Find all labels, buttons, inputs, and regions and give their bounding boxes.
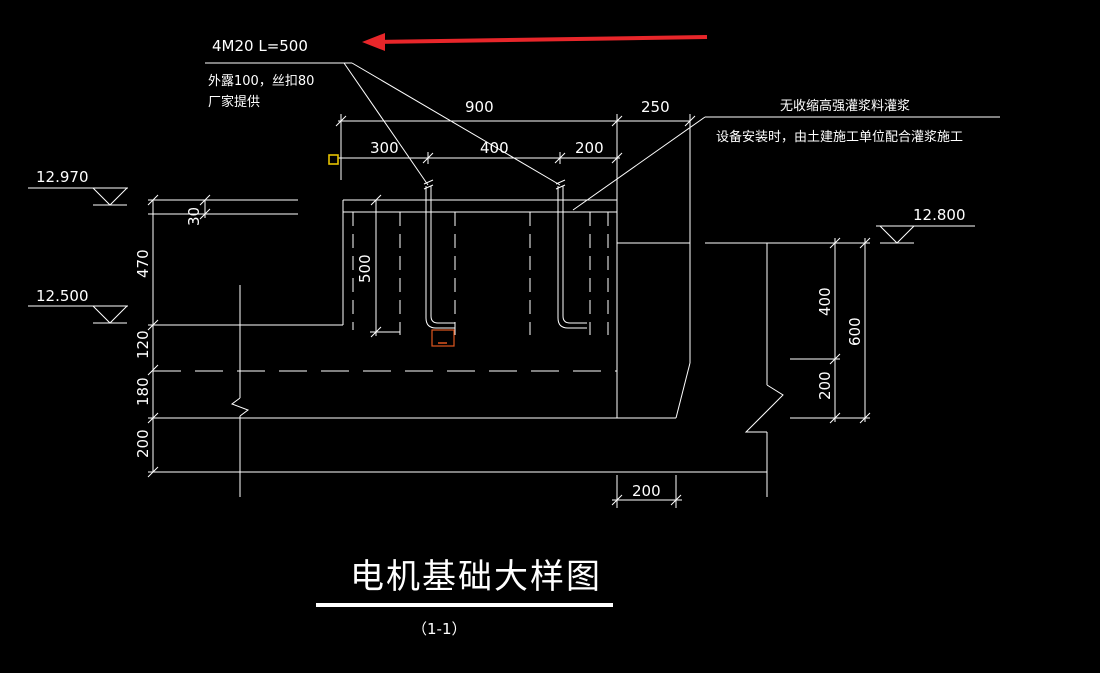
bolt-leader-right xyxy=(351,62,561,186)
left-dimensions xyxy=(147,194,298,478)
grout-leader xyxy=(572,116,706,211)
bolt-spec-label: 4M20 L=500 xyxy=(212,37,308,55)
hidden-lines xyxy=(153,212,617,419)
bolt-note-line2: 厂家提供 xyxy=(208,94,260,110)
drawing-title: 电机基础大样图 xyxy=(350,557,602,597)
title-underline xyxy=(316,603,613,607)
dim-250: 250 xyxy=(641,98,670,116)
grout-note-line2: 设备安装时，由土建施工单位配合灌浆施工 xyxy=(716,129,963,145)
dim-30: 30 xyxy=(185,207,203,226)
elevation-12500: 12.500 xyxy=(36,287,89,305)
dim-200-right: 200 xyxy=(816,371,834,400)
elevation-12800: 12.800 xyxy=(913,206,966,224)
bolt-depth-dimension xyxy=(370,194,400,338)
dim-200-top: 200 xyxy=(575,139,604,157)
bolt-anchor-plate xyxy=(431,329,455,347)
dim-120: 120 xyxy=(134,330,152,359)
section-label: （1-1） xyxy=(412,620,467,638)
dim-900: 900 xyxy=(465,98,494,116)
dim-470: 470 xyxy=(134,249,152,278)
right-dimensions xyxy=(790,237,871,424)
elevation-marker-12500 xyxy=(28,305,128,324)
top-dimensions xyxy=(335,114,696,244)
selection-marker xyxy=(328,154,339,165)
dim-200-left: 200 xyxy=(134,429,152,458)
elevation-marker-12970 xyxy=(28,187,128,206)
dim-200-bottom: 200 xyxy=(632,482,661,500)
bolt-note-line1: 外露100，丝扣80 xyxy=(208,74,314,89)
dim-300: 300 xyxy=(370,139,399,157)
grout-note-line1: 无收缩高强灌浆料灌浆 xyxy=(780,98,910,114)
foundation-outline xyxy=(148,199,840,497)
anchor-bolt-right xyxy=(555,179,587,329)
dim-400: 400 xyxy=(480,139,509,157)
elevation-12970: 12.970 xyxy=(36,168,89,186)
bolt-leader-left xyxy=(343,62,429,186)
dim-600: 600 xyxy=(846,317,864,346)
dim-400-right: 400 xyxy=(816,287,834,316)
elevation-marker-12800 xyxy=(876,225,975,244)
dim-500: 500 xyxy=(356,254,374,283)
dim-180: 180 xyxy=(134,377,152,406)
anchor-bolt-left xyxy=(423,179,455,347)
red-annotation-arrow xyxy=(362,33,708,51)
bottom-dimension xyxy=(611,475,682,508)
